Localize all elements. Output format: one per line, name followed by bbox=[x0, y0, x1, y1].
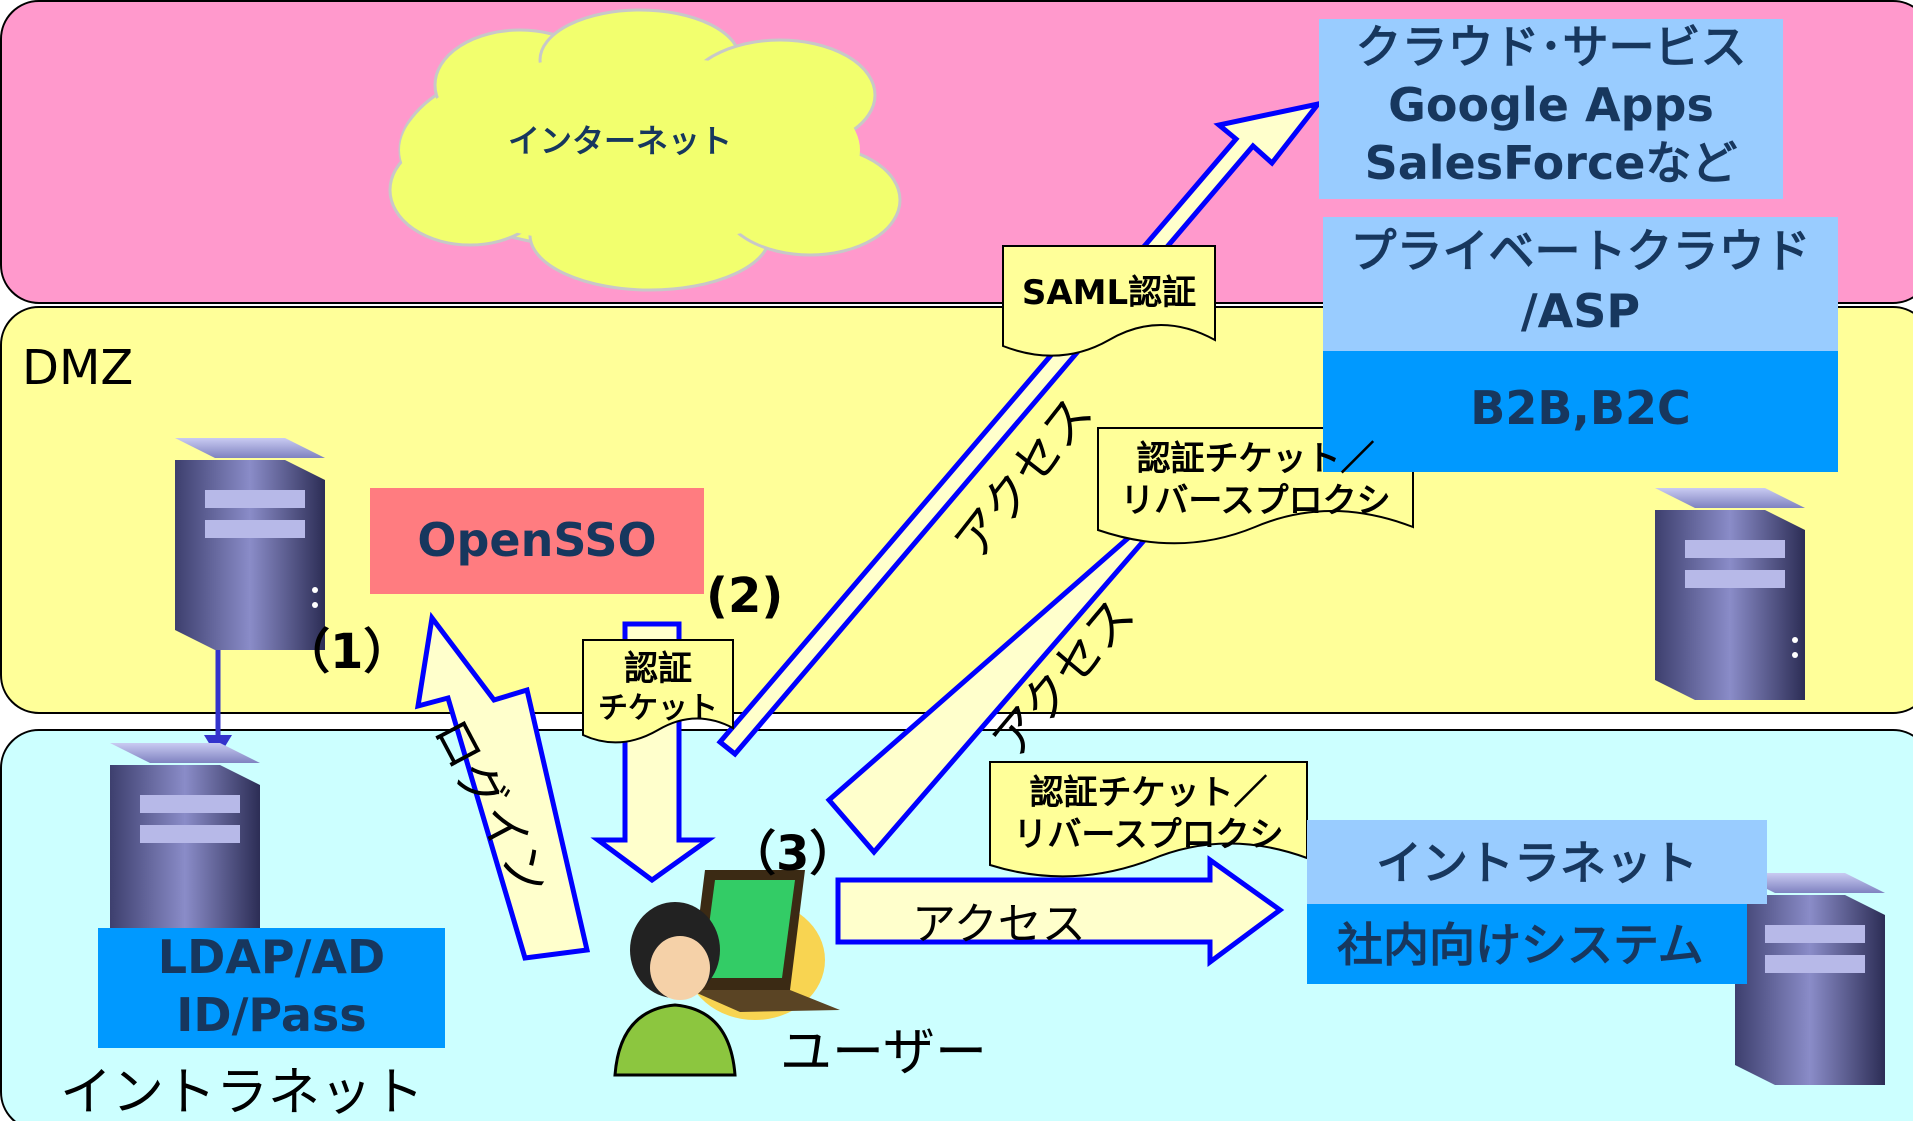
cloud-services-line3: SalesForceなど bbox=[1364, 136, 1738, 190]
ticket-proxy-note-2 bbox=[989, 761, 1308, 878]
intranet-system-sub: 社内向けシステム bbox=[1337, 918, 1704, 972]
auth-ticket-line2: チケット bbox=[598, 691, 718, 726]
step-3-label: （3） bbox=[728, 826, 858, 882]
ticket-proxy-2-line1: 認証チケット／ bbox=[1029, 773, 1268, 813]
ticket-proxy-2-line2: リバースプロクシ bbox=[1013, 815, 1284, 855]
intranet-system-title: イントラネット bbox=[1376, 836, 1698, 890]
cloud-services-line1: クラウド･サービス bbox=[1355, 20, 1747, 74]
intranet-system-sub-box bbox=[1307, 904, 1747, 984]
user-icon bbox=[613, 870, 840, 1077]
step-1-label: （1） bbox=[282, 624, 412, 680]
auth-ticket-line1: 認証 bbox=[624, 649, 692, 689]
private-cloud-box bbox=[1323, 217, 1838, 351]
user-label: ユーザー bbox=[780, 1023, 987, 1083]
ldap-line2: ID/Pass bbox=[176, 988, 367, 1042]
login-arrow bbox=[414, 611, 591, 961]
b2b-server-icon bbox=[1655, 488, 1805, 700]
ldap-line1: LDAP/AD bbox=[157, 930, 386, 984]
saml-note bbox=[1002, 245, 1216, 357]
step-2-label: (2) bbox=[706, 568, 784, 624]
private-cloud-line1: プライベートクラウド bbox=[1350, 224, 1811, 278]
access-intranet-arrow bbox=[835, 855, 1285, 967]
intranet-system-title-box bbox=[1307, 820, 1767, 904]
cloud-services-box bbox=[1319, 19, 1783, 199]
intranet-zone-label: イントラネット bbox=[60, 1063, 425, 1123]
intranet-server-icon bbox=[1735, 873, 1885, 1085]
cloud-services-line2: Google Apps bbox=[1388, 78, 1714, 132]
opensso-label: OpenSSO bbox=[417, 513, 657, 567]
dmz-label: DMZ bbox=[22, 340, 134, 396]
internet-label: インターネット bbox=[507, 122, 732, 160]
b2b-label: B2B,B2C bbox=[1470, 381, 1691, 435]
private-cloud-line2: /ASP bbox=[1520, 284, 1641, 338]
ticket-proxy-1-line1: 認証チケット／ bbox=[1136, 439, 1375, 479]
ldap-box bbox=[98, 928, 445, 1048]
access-intranet-label: アクセス bbox=[912, 899, 1086, 950]
opensso-box bbox=[370, 488, 704, 594]
b2b-box bbox=[1323, 351, 1838, 472]
ldap-server-icon bbox=[110, 743, 260, 955]
saml-note-label: SAML認証 bbox=[1021, 273, 1197, 313]
dmz-server-icon bbox=[175, 438, 325, 650]
auth-ticket-note bbox=[582, 639, 734, 744]
access-cloud-arrow bbox=[716, 100, 1325, 758]
ticket-proxy-1-line2: リバースプロクシ bbox=[1120, 481, 1391, 521]
